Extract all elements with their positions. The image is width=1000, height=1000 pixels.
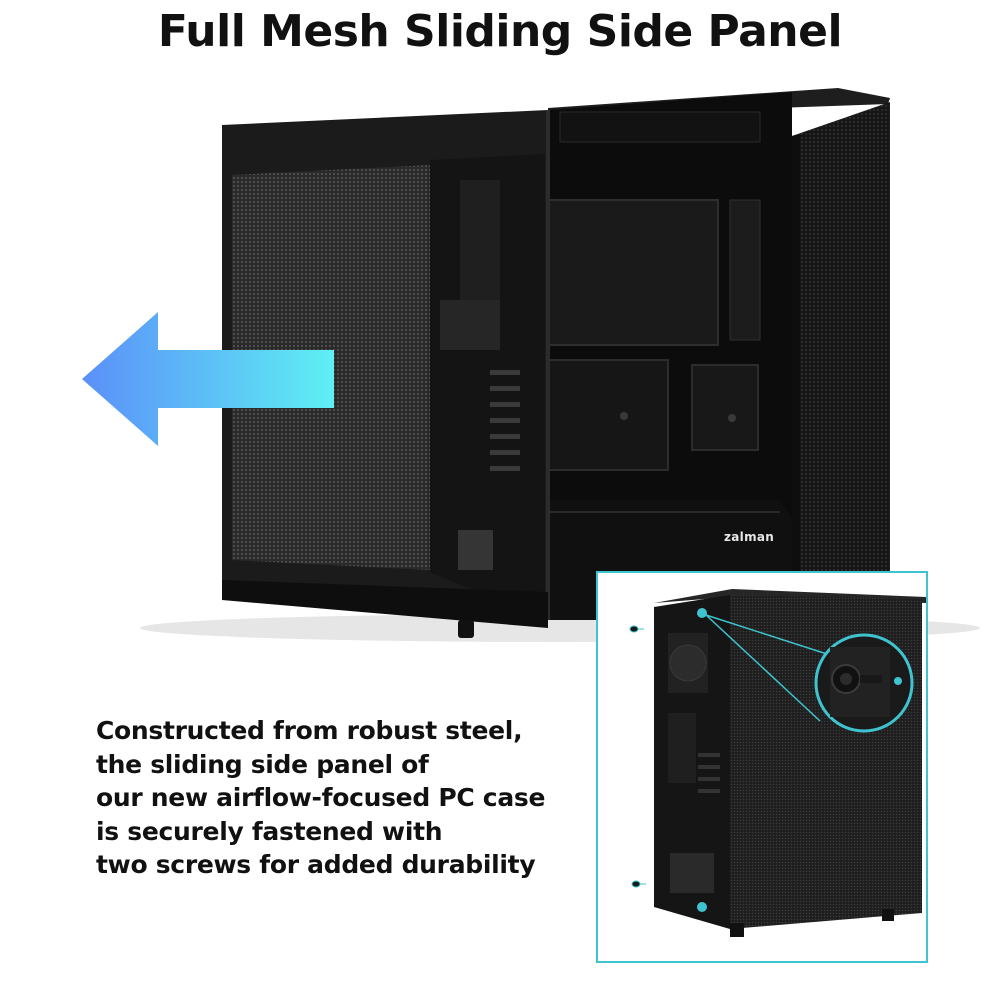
pc-case-illustration bbox=[140, 88, 980, 644]
description-line: two screws for added durability bbox=[96, 850, 536, 879]
description-line: is securely fastened with bbox=[96, 816, 443, 846]
pc-case-rear-illustration bbox=[629, 589, 926, 937]
front-mesh-panel bbox=[792, 102, 890, 598]
screw-icon bbox=[631, 880, 646, 888]
description-text: Constructed from robust steel, the slidi… bbox=[96, 714, 596, 882]
description-line: Constructed from robust steel, bbox=[96, 716, 523, 745]
screw-icon bbox=[697, 608, 707, 618]
description-line: the sliding side panel of bbox=[96, 749, 429, 779]
screw-icon bbox=[697, 902, 707, 912]
description-line: our new airflow-focused PC case bbox=[96, 783, 546, 812]
arrow-left-icon bbox=[82, 312, 334, 446]
screw-detail-inset bbox=[596, 571, 928, 963]
screw-icon bbox=[629, 625, 644, 633]
brand-logo: zalman bbox=[724, 530, 775, 544]
page-title: Full Mesh Sliding Side Panel bbox=[157, 6, 843, 57]
